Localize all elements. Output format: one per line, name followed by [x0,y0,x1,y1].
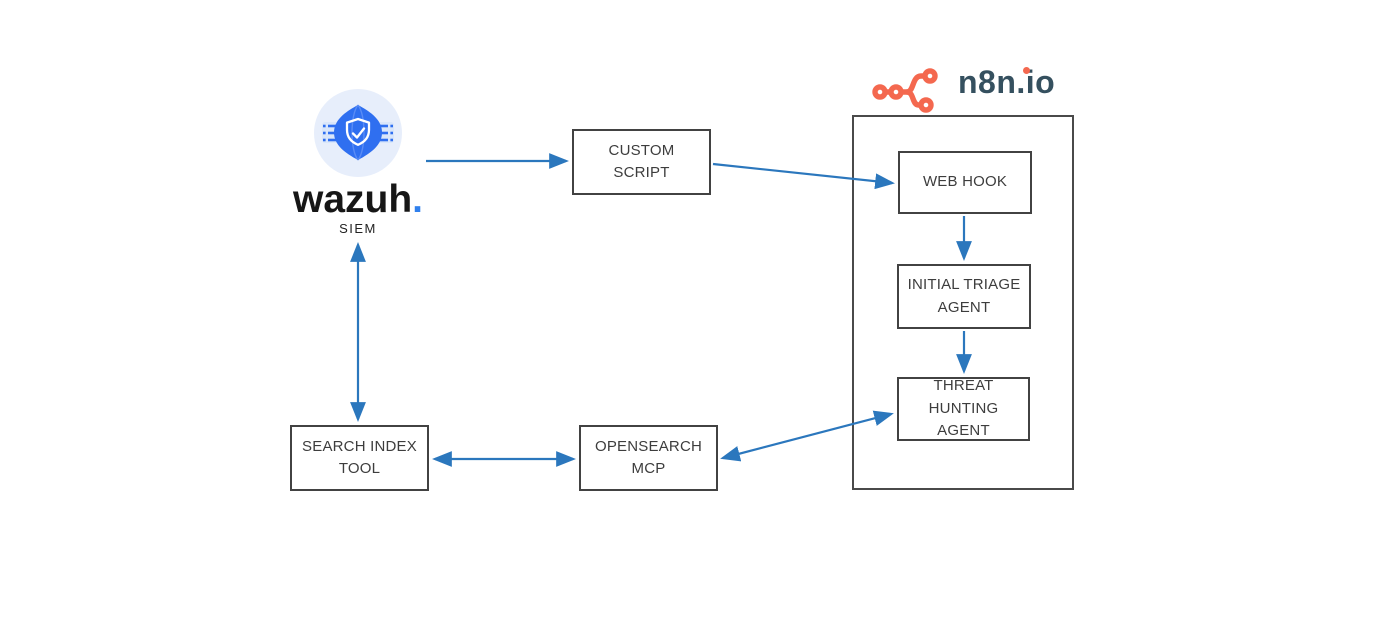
search-index-tool-node: SEARCH INDEX TOOL [290,425,429,491]
wazuh-logo-circle [314,89,402,177]
web-hook-label: WEB HOOK [922,173,1008,191]
n8n-wordmark: n8n.io [958,64,1056,100]
n8n-i-dot [1023,67,1030,74]
custom-script-node: CUSTOM SCRIPT [572,129,711,195]
opensearch-mcp-node: OPENSEARCH MCP [579,425,718,491]
initial-triage-agent-node: INITIAL TRIAGE AGENT [897,264,1031,329]
wazuh-wordmark-dot: . [412,178,423,221]
wazuh-siem-label: SIEM [339,221,377,236]
threat-hunting-agent-label: THREAT HUNTING AGENT [928,377,999,440]
n8n-container-frame [852,115,1074,490]
custom-script-label: CUSTOM SCRIPT [608,141,675,182]
threat-hunting-agent-node: THREAT HUNTING AGENT [897,377,1030,441]
n8n-icon [872,68,938,113]
search-index-tool-label: SEARCH INDEX TOOL [302,437,417,478]
initial-triage-agent-label: INITIAL TRIAGE AGENT [907,276,1021,316]
wazuh-shield-icon [322,104,394,161]
opensearch-mcp-label: OPENSEARCH MCP [594,437,703,478]
wazuh-wordmark-text: wazuh [292,178,413,221]
web-hook-node: WEB HOOK [898,151,1032,214]
n8n-logo: n8n.io [872,58,1072,114]
wazuh-wordmark: wazuh. [278,180,438,219]
